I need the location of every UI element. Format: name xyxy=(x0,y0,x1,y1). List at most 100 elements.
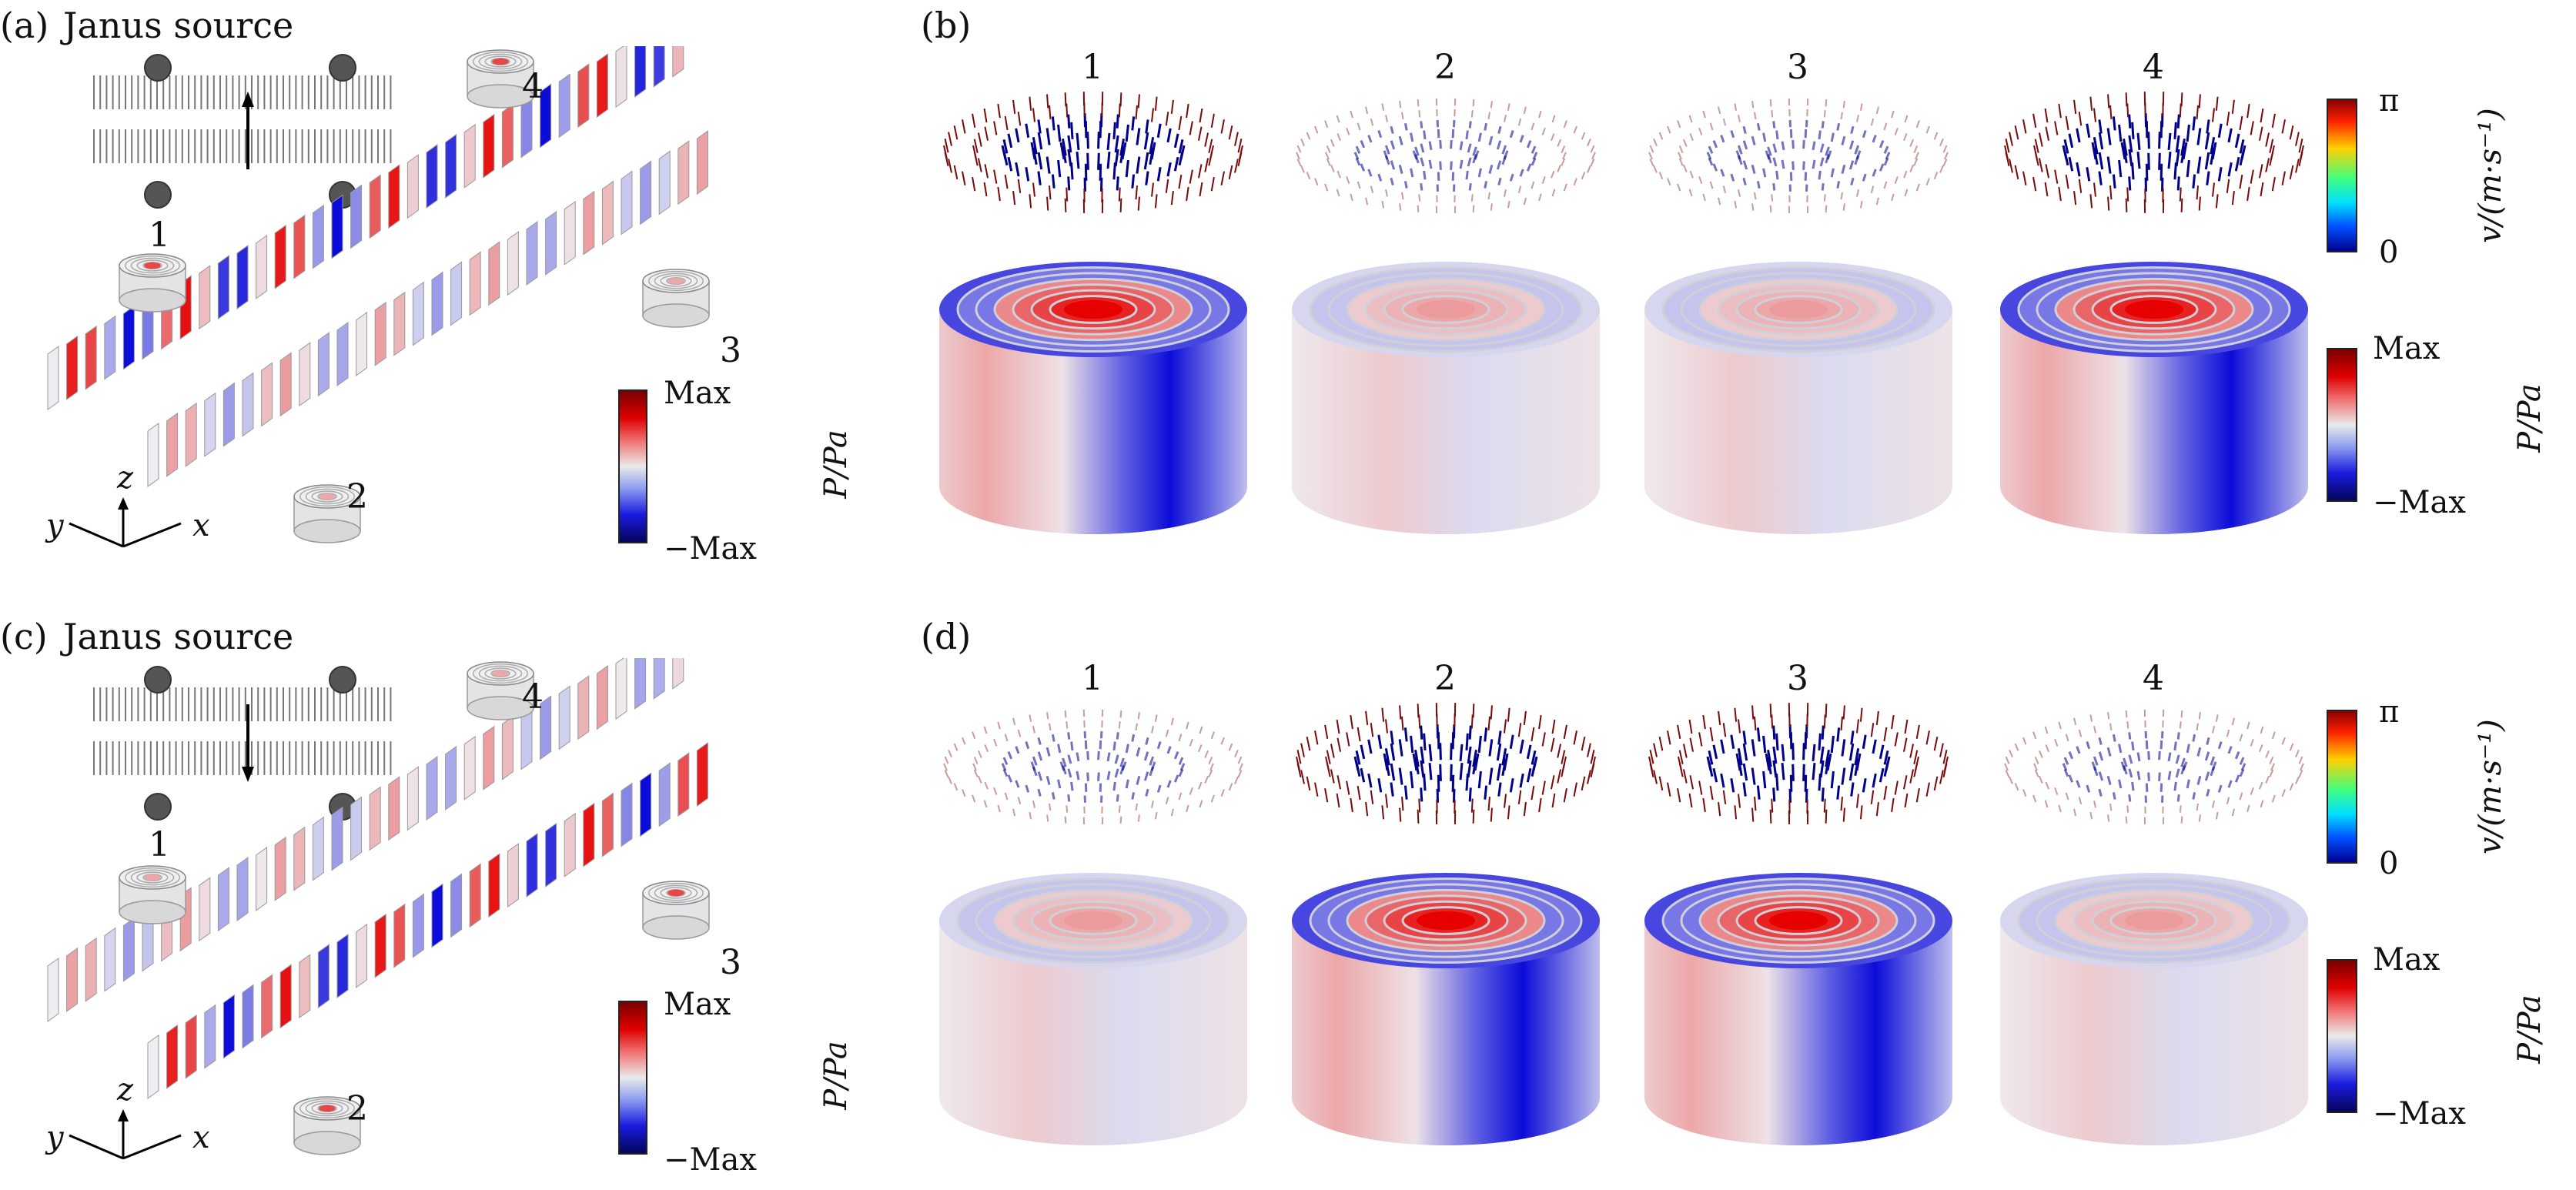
velocity-arrow xyxy=(1880,745,1883,759)
velocity-arrow xyxy=(1714,141,1717,148)
velocity-arrow xyxy=(2009,132,2012,146)
velocity-arrow xyxy=(1771,714,1772,728)
velocity-arrow xyxy=(1235,750,1238,757)
waveguide-plate xyxy=(559,74,570,137)
velocity-arrow xyxy=(1724,723,1725,737)
velocity-arrow xyxy=(1033,182,1035,196)
pressure-axis-label-d: P/Pa xyxy=(2512,983,2548,1075)
velocity-arrow xyxy=(994,739,996,746)
velocity-arrow xyxy=(1711,182,1713,189)
velocity-arrow xyxy=(1852,178,1853,185)
waveguide-plate xyxy=(313,206,323,269)
velocity-arrow xyxy=(1384,151,1387,159)
velocity-arrow xyxy=(1347,732,1349,746)
velocity-arrow xyxy=(1307,132,1310,139)
velocity-arrow xyxy=(1117,732,1118,739)
velocity-arrow xyxy=(2079,179,2081,193)
pressure-cylinder xyxy=(939,873,1247,1145)
velocity-arrow xyxy=(2182,199,2183,212)
velocity-arrow xyxy=(1680,145,1683,152)
velocity-arrow xyxy=(1440,743,1441,760)
velocity-arrow xyxy=(2197,105,2198,119)
velocity-arrow xyxy=(1804,743,1805,760)
velocity-arrow xyxy=(955,165,958,179)
velocity-arrow xyxy=(2198,157,2200,174)
velocity-arrow xyxy=(2273,177,2275,191)
waveguide-plate xyxy=(659,151,670,214)
velocity-arrow xyxy=(1019,797,1020,804)
velocity-arrow xyxy=(2016,784,2019,791)
velocity-arrow xyxy=(1832,169,1833,177)
velocity-arrow xyxy=(1510,130,1513,137)
velocity-arrow xyxy=(1419,194,1420,201)
velocity-arrow xyxy=(985,182,987,196)
velocity-arrow xyxy=(1013,809,1015,816)
axis-line xyxy=(123,1135,181,1158)
velocity-arrow xyxy=(2213,801,2214,807)
field-svg xyxy=(932,86,1255,579)
port-number: 4 xyxy=(2143,48,2164,87)
waveguide-plate xyxy=(394,904,405,968)
velocity-arrow xyxy=(2211,757,2214,765)
cylinder-center xyxy=(319,493,336,500)
velocity-arrow xyxy=(1915,152,1919,159)
waveguide-plate xyxy=(546,824,557,887)
velocity-arrow xyxy=(1088,153,1089,170)
velocity-arrow xyxy=(1690,171,1693,178)
velocity-arrow xyxy=(2282,737,2285,744)
velocity-arrow xyxy=(1047,157,1049,174)
velocity-arrow xyxy=(2074,100,2076,114)
velocity-arrow xyxy=(1298,159,1301,166)
velocity-arrow xyxy=(2282,119,2285,133)
velocity-arrow xyxy=(2261,801,2263,807)
velocity-arrow xyxy=(2240,793,2242,800)
velocity-arrow xyxy=(2206,772,2209,781)
axis-z-label-c: z xyxy=(117,1072,133,1108)
velocity-arrow xyxy=(1490,768,1492,785)
velocity-arrow xyxy=(1239,770,1242,777)
velocity-arrow xyxy=(1574,783,1577,797)
velocity-arrow xyxy=(2099,132,2103,149)
velocity-arrow xyxy=(1917,788,1919,802)
velocity-arrow xyxy=(1337,738,1340,752)
velocity-arrow xyxy=(2251,170,2253,184)
velocity-arrow xyxy=(1472,714,1473,728)
velocity-arrow xyxy=(1212,732,1214,739)
velocity-arrow xyxy=(2178,794,2179,801)
waveguide-plate xyxy=(256,847,267,911)
velocity-arrow xyxy=(2180,188,2181,202)
velocity-arrow xyxy=(1895,732,1898,746)
velocity-arrow xyxy=(1926,178,1929,185)
velocity-arrow xyxy=(2198,776,2200,784)
velocity-arrow xyxy=(1819,774,1820,791)
velocity-arrow xyxy=(2034,764,2037,770)
velocity-arrow xyxy=(1108,753,1109,761)
velocity-arrow xyxy=(1158,167,1160,181)
velocity-arrow xyxy=(1411,133,1413,142)
velocity-arrow xyxy=(1132,792,1134,799)
waveguide-plate xyxy=(294,216,305,279)
velocity-arrow xyxy=(2108,197,2109,211)
velocity-arrow xyxy=(2251,121,2253,135)
velocity-arrow xyxy=(1703,111,1705,118)
velocity-arrow xyxy=(1386,189,1387,196)
velocity-arrow xyxy=(2005,764,2008,770)
velocity-arrow xyxy=(1229,744,1233,750)
velocity-arrow xyxy=(962,737,965,744)
cylinder-base xyxy=(643,916,709,939)
velocity-max-b: π xyxy=(2379,83,2399,119)
velocity-arrow xyxy=(1405,727,1407,741)
velocity-arrow xyxy=(2127,805,2128,812)
velocity-arrow xyxy=(1877,198,1878,205)
velocity-arrow xyxy=(1935,172,1938,179)
velocity-arrow xyxy=(2094,109,2096,122)
velocity-arrow xyxy=(1838,123,1839,130)
velocity-arrow xyxy=(1844,705,1845,719)
velocity-arrow xyxy=(945,757,948,764)
velocity-arrow xyxy=(1574,730,1577,744)
velocity-arrow xyxy=(1582,172,1585,179)
velocity-arrow xyxy=(1033,801,1035,807)
velocity-arrow xyxy=(1440,140,1441,149)
waveguide-plate xyxy=(389,165,400,228)
velocity-arrow xyxy=(2138,753,2139,761)
